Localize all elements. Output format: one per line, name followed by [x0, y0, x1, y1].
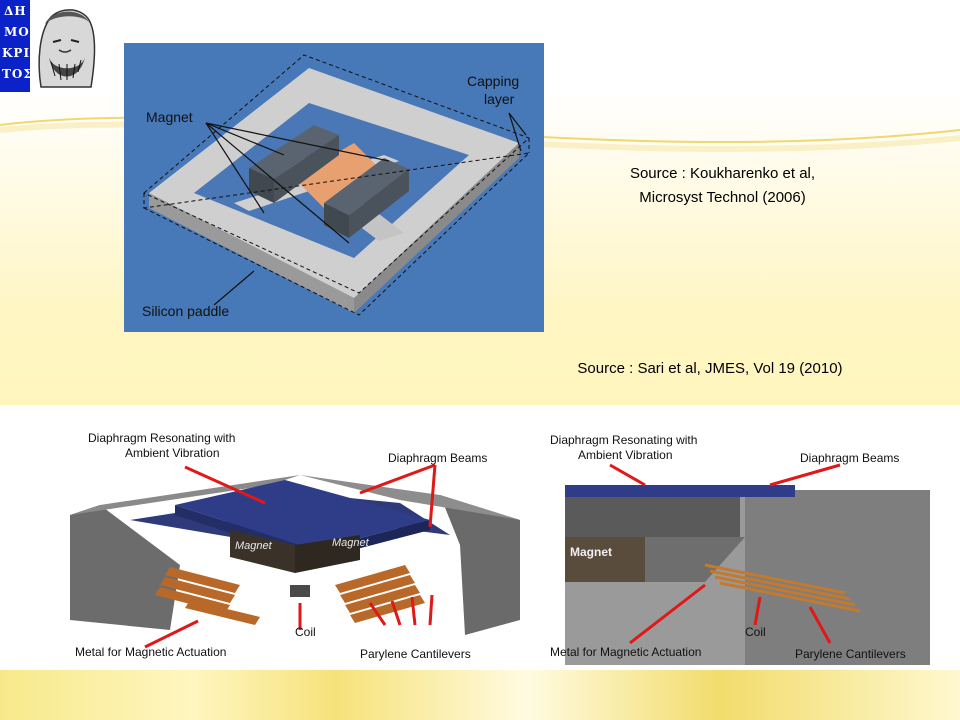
br-diaphragm-resonating-label-1: Diaphragm Resonating with: [550, 433, 698, 447]
br-diaphragm-resonating-label-2: Ambient Vibration: [578, 448, 673, 462]
source-koukharenko-line2: Microsyst Technol (2006): [639, 189, 806, 206]
source-sari: Source : Sari et al, JMES, Vol 19 (2010): [577, 360, 843, 377]
capping-label-line2: layer: [484, 91, 515, 107]
br-magnet-label: Magnet: [570, 545, 612, 559]
cross-section-illustration: [565, 463, 930, 665]
parylene-label: Parylene Cantilevers: [360, 647, 471, 661]
device-illustration: [142, 54, 531, 316]
diaphragm-resonating-label-2: Ambient Vibration: [125, 446, 220, 460]
coil-label: Coil: [295, 625, 316, 639]
logo-letter: ΤΟΣ: [2, 67, 33, 81]
capping-label-line1: Capping: [467, 73, 520, 89]
silicon-paddle-label: Silicon paddle: [142, 303, 230, 319]
br-metal-label: Metal for Magnetic Actuation: [550, 645, 702, 659]
footer-band: [0, 670, 960, 720]
logo-letter: ΜΟ: [4, 25, 30, 39]
diaphragm-device-illustration: [70, 463, 520, 649]
logo-letter: ΚΡΙ: [2, 46, 31, 60]
metal-label: Metal for Magnetic Actuation: [75, 645, 227, 659]
br-coil-label: Coil: [745, 625, 766, 639]
logo-letter: ΔΗ: [4, 4, 27, 18]
top-figure-magnet-device: Magnet Capping layer Silicon paddle: [124, 43, 544, 332]
magnet-label: Magnet: [146, 109, 193, 125]
br-diaphragm-beams-label: Diaphragm Beams: [800, 451, 900, 465]
diaphragm-resonating-label-1: Diaphragm Resonating with: [88, 431, 236, 445]
bottom-left-figure: Diaphragm Resonating with Ambient Vibrat…: [70, 425, 530, 665]
br-parylene-label: Parylene Cantilevers: [795, 647, 906, 661]
source-koukharenko-line1: Source : Koukharenko et al,: [629, 165, 816, 182]
bottom-right-figure: Diaphragm Resonating with Ambient Vibrat…: [545, 425, 940, 665]
diaphragm-beams-label: Diaphragm Beams: [388, 451, 488, 465]
magnet-label-1: Magnet: [235, 540, 272, 552]
logo-text-block: ΔΗ ΜΟ ΚΡΙ ΤΟΣ: [0, 0, 33, 92]
democritus-portrait-logo: [31, 2, 101, 92]
magnet-label-2: Magnet: [332, 537, 369, 549]
